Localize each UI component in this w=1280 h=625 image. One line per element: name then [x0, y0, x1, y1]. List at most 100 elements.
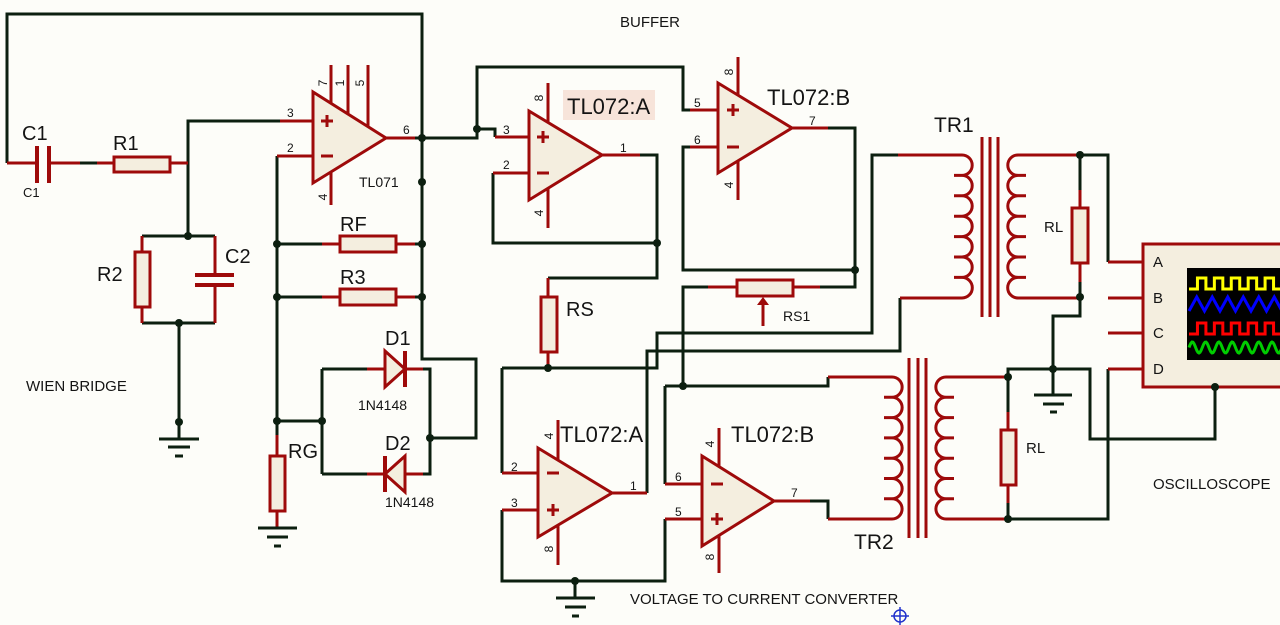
junctions [175, 125, 1219, 585]
opamp-converter-b[interactable] [665, 428, 810, 573]
converter-a-pin8-label: 8 [542, 545, 556, 552]
u1-part-label: TL071 [359, 174, 399, 190]
resistor-rg[interactable] [268, 435, 287, 528]
r2-body [133, 250, 152, 309]
scope-channel-c-label: C [1153, 325, 1164, 342]
d1-ref-label: D1 [385, 328, 411, 350]
scope-trace [1187, 340, 1280, 355]
resistor-rf[interactable] [322, 234, 415, 254]
buffer-b-pin6-label: 6 [694, 133, 701, 147]
junction-dot [184, 232, 192, 240]
u1-pin1-label: 1 [333, 79, 347, 86]
converter-b-pin5-label: 5 [675, 505, 682, 519]
junction-dot [544, 364, 552, 372]
converter-a-label[interactable]: TL072:A [560, 422, 643, 447]
diode-d1[interactable] [367, 347, 423, 391]
r2-ref-label: R2 [97, 264, 123, 286]
rg-ref-label: RG [288, 441, 318, 463]
resistor-rl2[interactable] [999, 412, 1018, 503]
junction-dot [426, 434, 434, 442]
opamp-buffer-b[interactable] [690, 57, 828, 200]
ground-symbol [258, 526, 297, 548]
resistor-r1[interactable] [97, 155, 188, 174]
rs1-wiper-arrow-icon [757, 297, 769, 305]
scope-channel-a-label: A [1153, 254, 1163, 271]
wire [415, 65, 690, 140]
rf-body [338, 234, 398, 254]
wire [491, 173, 657, 245]
junction-dot [418, 134, 426, 142]
converter-a-pin4-label: 4 [542, 432, 556, 439]
junction-dot [1049, 365, 1057, 373]
plus-sign-icon [321, 115, 333, 127]
wire [477, 127, 497, 137]
junction-dot [1211, 383, 1219, 391]
converter-b-pin8-label: 8 [703, 553, 717, 560]
rs-ref-label: RS [566, 299, 594, 321]
converter-b-label[interactable]: TL072:B [731, 422, 814, 447]
buffer-a-pin8-label: 8 [532, 94, 546, 101]
tr2-secondary-coil [934, 375, 954, 521]
transformer-tr2[interactable] [828, 358, 1008, 538]
junction-dot [851, 266, 859, 274]
junction-dot [175, 319, 183, 327]
crosshair-cursor-icon [891, 607, 909, 625]
resistor-rl1[interactable] [1070, 190, 1090, 282]
potentiometer-rs1[interactable] [708, 278, 820, 326]
wire [548, 153, 659, 280]
wire [681, 285, 708, 386]
tr2-primary-coil [884, 375, 904, 521]
converter-b-pin4-label: 4 [703, 440, 717, 447]
buffer-b-pin8-label: 8 [722, 68, 736, 75]
junction-dot [571, 577, 579, 585]
buffer-a-label[interactable]: TL072:A [567, 94, 650, 119]
u1-pin3-label: 3 [287, 106, 294, 120]
label-highlight [563, 90, 655, 120]
u1-pin5-label: 5 [353, 79, 367, 86]
rl2-body [999, 428, 1018, 487]
capacitor-c1[interactable] [7, 146, 80, 183]
buffer-b-pin7-label: 7 [809, 114, 816, 128]
converter-b-triangle [700, 453, 777, 549]
scope-channel-b-label: B [1153, 290, 1163, 307]
resistor-r2[interactable] [133, 236, 152, 323]
u1-pin2-label: 2 [287, 141, 294, 155]
buffer-b-pin5-label: 5 [694, 96, 701, 110]
d2-part-label: 1N4148 [385, 494, 434, 510]
plus-sign-icon [537, 131, 549, 143]
wire [645, 298, 902, 493]
scope-trace [1189, 276, 1280, 291]
junction-dot [418, 240, 426, 248]
resistor-r3[interactable] [322, 287, 415, 307]
tr1-primary-coil [954, 153, 974, 300]
wire [1008, 369, 1110, 521]
resistor-rs[interactable] [539, 278, 559, 368]
junction-dot [273, 293, 281, 301]
wire [681, 145, 855, 272]
opamp-buffer-a[interactable] [493, 83, 640, 228]
rl1-ref-label: RL [1044, 219, 1063, 236]
ground-symbol [1034, 393, 1072, 414]
d1-part-label: 1N4148 [358, 397, 407, 413]
r3-ref-label: R3 [340, 267, 366, 289]
transformer-tr1[interactable] [898, 137, 1080, 317]
wire [1080, 153, 1110, 262]
converter-a-pin2-label: 2 [511, 460, 518, 474]
capacitor-c2[interactable] [195, 236, 234, 323]
tr1-ref-label: TR1 [934, 114, 974, 137]
voltage-to-current-label: VOLTAGE TO CURRENT CONVERTER [630, 591, 899, 608]
oscilloscope-label: OSCILLOSCOPE [1153, 476, 1271, 493]
buffer-b-label[interactable]: TL072:B [767, 85, 850, 110]
junction-dot [1076, 151, 1084, 159]
junction-dot [318, 417, 326, 425]
opamp-converter-a[interactable] [502, 420, 647, 565]
opamp-tl071[interactable] [277, 65, 415, 205]
tr2-ref-label: TR2 [854, 531, 894, 554]
wire [186, 119, 280, 163]
wire [502, 153, 898, 370]
diode-d2[interactable] [367, 452, 423, 496]
rs1-body [735, 278, 795, 298]
oscilloscope[interactable] [1108, 242, 1280, 389]
buffer-b-triangle [716, 80, 795, 176]
